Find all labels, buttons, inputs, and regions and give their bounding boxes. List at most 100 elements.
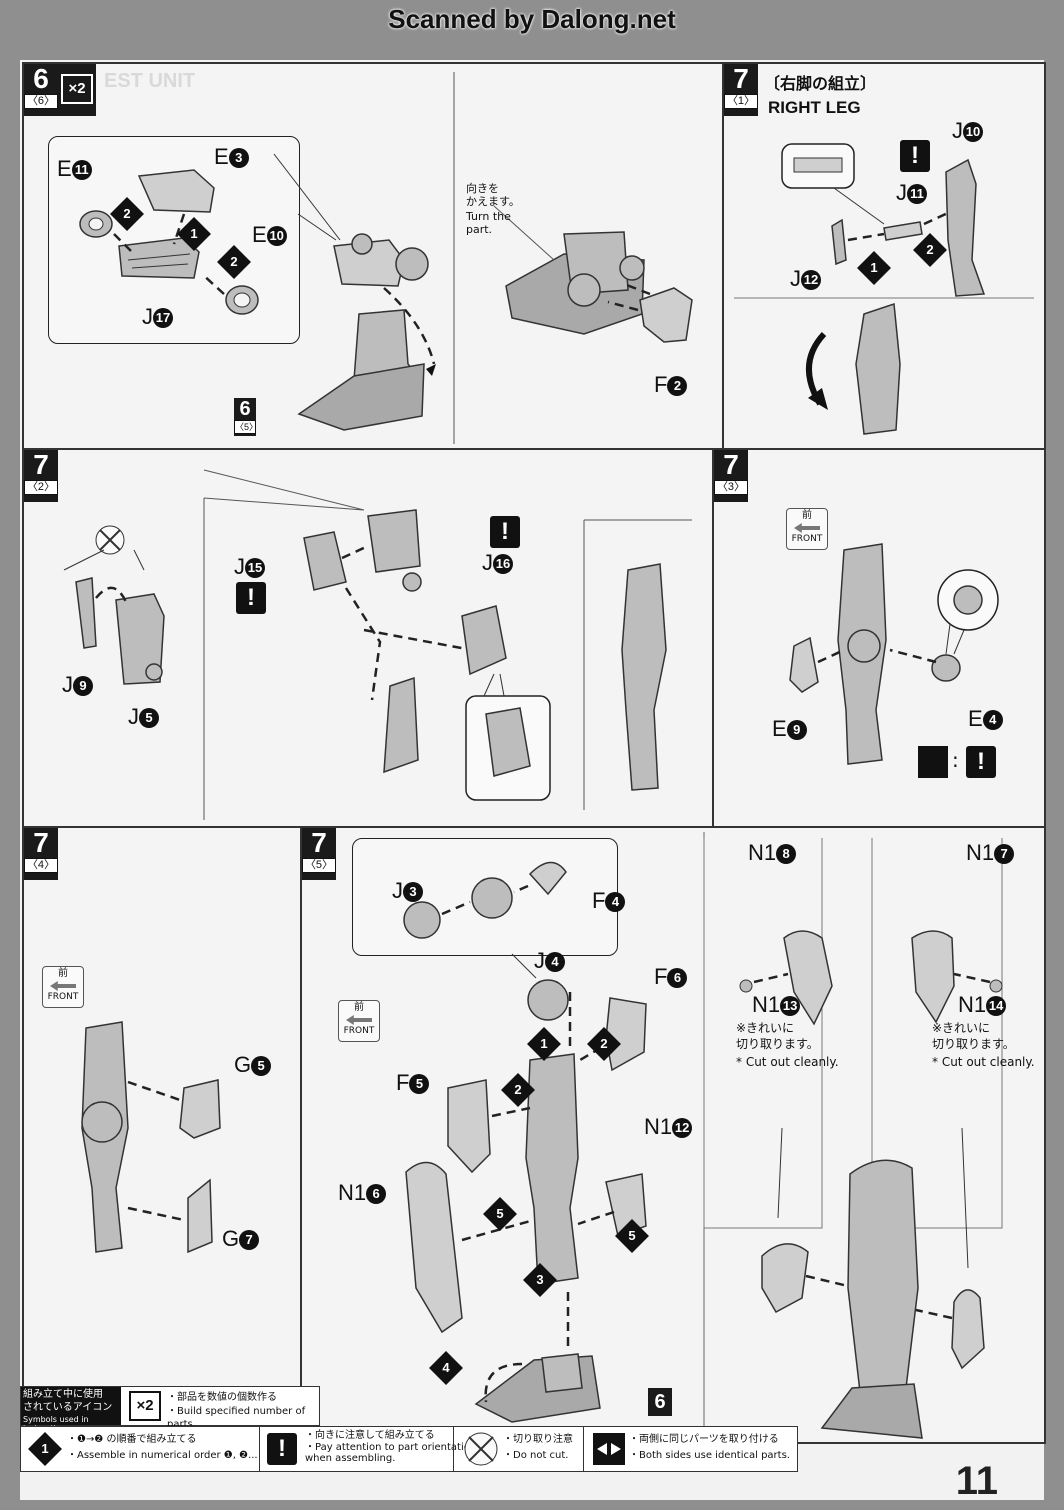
order-mark-5b: 5 — [615, 1219, 649, 1253]
part-n1-6-shape — [405, 1161, 463, 1334]
part-g5-shape — [179, 1079, 221, 1139]
multiplier-icon: ×2 — [61, 74, 93, 104]
reference-badge: 6 — [648, 1388, 672, 1416]
step-number: 6 — [33, 63, 49, 94]
part-n1-7-shape — [911, 930, 955, 1024]
instruction-sheet: 6 〈6〉 ×2 EST UNIT — [20, 60, 1046, 1500]
step-title-jp: 〔右脚の組立〕 — [764, 74, 877, 93]
order-mark-2: 2 — [913, 233, 947, 267]
scan-credit: Scanned by Dalong.net — [388, 4, 676, 34]
step-7-5-illustration — [403, 832, 1003, 1442]
base-shape — [297, 363, 425, 431]
assembled-lower-leg — [855, 302, 901, 435]
assembled-leg-shape — [621, 563, 667, 791]
part-j9-shape — [75, 577, 97, 649]
step-title-en: RIGHT LEG — [768, 98, 861, 117]
part-j10-shape — [945, 158, 986, 297]
front-indicator: 前 FRONT — [786, 508, 828, 550]
order-mark-1: 1 — [857, 251, 891, 285]
panel-step-6-6: 6 〈6〉 ×2 EST UNIT — [22, 62, 726, 452]
legend-x2-jp: ・部品を数値の個数作る — [167, 1392, 277, 1403]
front-indicator: 前 FRONT — [338, 1000, 380, 1042]
cut-note-en-left: * Cut out cleanly. — [736, 1055, 839, 1069]
step-badge: 7 〈2〉 — [24, 450, 58, 502]
step-badge: 6 〈6〉 — [24, 64, 58, 116]
symbol-legend-bottom: 1 ・❶→❷ の順番で組み立てる ・Assemble in numerical … — [20, 1426, 798, 1472]
turn-note-en: Turn the part. — [466, 210, 511, 236]
part-f4-shape — [528, 861, 567, 896]
step-7-4-illustration — [81, 1021, 221, 1254]
attention-icon: ! — [267, 1433, 297, 1465]
step-badge: 7 〈3〉 — [714, 450, 748, 502]
step-6-illustration — [79, 72, 693, 444]
part-j4-shape — [471, 877, 513, 919]
part-e4-shape — [931, 654, 961, 682]
order-mark-2a: 2 — [110, 197, 144, 231]
step-7-3-illustration — [789, 543, 999, 765]
base-shape — [474, 1355, 601, 1423]
reference-badge: 6 〈5〉 — [234, 398, 258, 436]
legend-nocut-jp: ・切り取り注意 — [503, 1434, 573, 1445]
legend-both-en: ・Both sides use identical parts. — [629, 1450, 790, 1461]
cut-note-en-right: * Cut out cleanly. — [932, 1055, 1035, 1069]
part-j3-shape — [403, 901, 441, 939]
legend-order-jp: ・❶→❷ の順番で組み立てる — [67, 1434, 197, 1445]
attention-icon: ! — [236, 582, 266, 614]
part-j16-shape — [461, 605, 507, 676]
part-g7-shape — [187, 1178, 213, 1254]
assembled-lower-leg — [847, 1159, 919, 1393]
order-mark-2a: 2 — [587, 1027, 621, 1061]
multiplier-box: ×2 — [58, 64, 96, 116]
order-mark-2b: 2 — [217, 245, 251, 279]
upper-leg-shape — [367, 509, 421, 573]
both-sides-icon — [918, 746, 948, 778]
multiplier-icon: ×2 — [129, 1391, 161, 1421]
part-n1-12-shape — [605, 1173, 647, 1237]
panel-step-7-5: 7 〈5〉 前 FRONT — [300, 826, 1046, 1444]
cut-note-jp-right: ※きれいに 切り取ります。 — [932, 1021, 1015, 1051]
legend-nocut-en: ・Do not cut. — [503, 1450, 569, 1461]
order-mark-1: 1 — [527, 1027, 561, 1061]
part-j15-shape — [303, 531, 347, 591]
legend-orient-jp: ・向きに注意して組み立てる — [305, 1430, 435, 1441]
leg-frame-shape — [525, 1053, 579, 1285]
part-n1-8-shape — [783, 930, 833, 1026]
order-mark-1: 1 — [177, 217, 211, 251]
legend-icons — [464, 1432, 625, 1466]
part-f2-shape — [639, 287, 693, 343]
order-mark-4: 4 — [429, 1351, 463, 1385]
cut-note-jp-left: ※きれいに 切り取ります。 — [736, 1021, 819, 1051]
order-mark-2b: 2 — [501, 1073, 535, 1107]
part-j12-shape — [831, 218, 847, 266]
attention-icon: ! — [966, 746, 996, 778]
lower-leg-shape — [383, 676, 419, 774]
page-number: 11 — [955, 1459, 998, 1503]
step-badge: 7 〈1〉 — [724, 64, 758, 116]
attention-icon: ! — [490, 516, 520, 548]
step-7-1-illustration — [734, 143, 1034, 435]
part-j11-shape — [883, 221, 923, 241]
